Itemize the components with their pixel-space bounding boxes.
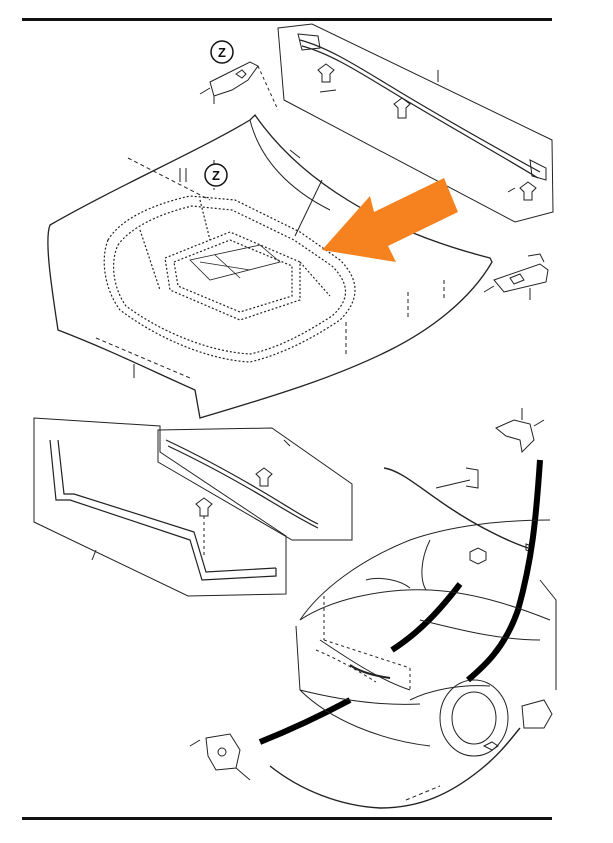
side-seal-panel	[157, 427, 353, 541]
release-handle	[521, 699, 553, 729]
side-seal-clip	[255, 467, 273, 487]
bottom-rule	[22, 817, 552, 820]
hood-hinge	[483, 253, 549, 300]
hood-panel	[47, 113, 493, 419]
callout-z-hood: Z	[204, 163, 228, 187]
svg-text:Z: Z	[218, 45, 226, 60]
upper-bracket-assembly	[199, 61, 279, 111]
svg-text:Z: Z	[212, 168, 220, 183]
seal-strip-panel	[277, 23, 554, 223]
release-lever	[495, 408, 545, 454]
lower-release-cable	[269, 699, 553, 809]
seal-clip-2	[393, 97, 411, 119]
hood-latch	[189, 733, 251, 781]
orange-pointer-arrow	[322, 178, 458, 262]
car-front	[295, 519, 557, 757]
cable-clip	[469, 547, 487, 565]
weatherstrip-clip	[195, 497, 213, 517]
seal-clip-3	[519, 181, 537, 201]
callout-z-upper: Z	[210, 40, 234, 64]
weatherstrip-panel	[33, 417, 287, 597]
release-cable-assembly	[383, 467, 533, 565]
top-rule	[22, 18, 552, 21]
seal-clip-1	[317, 63, 335, 83]
cable-strokes	[258, 459, 543, 745]
